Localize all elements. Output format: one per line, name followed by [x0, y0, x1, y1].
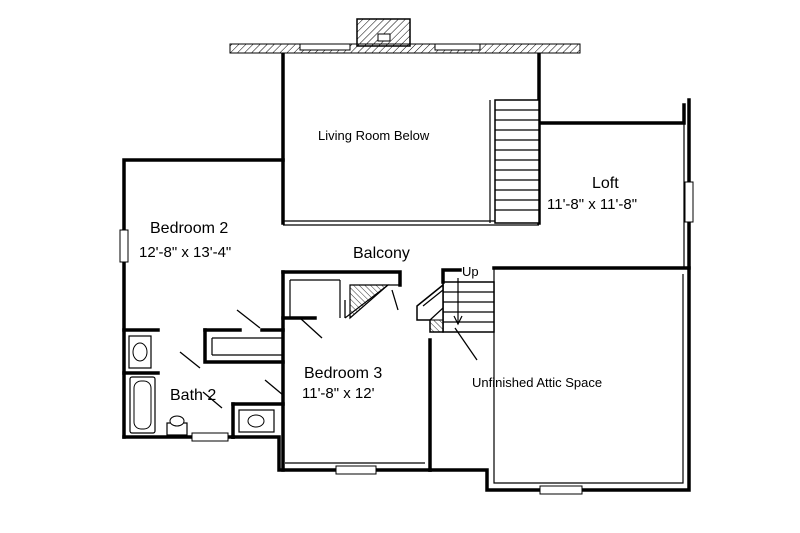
attic-label: Unfinished Attic Space — [472, 375, 602, 390]
living-room-label: Living Room Below — [318, 128, 430, 143]
loft-size: 11'-8" x 11'-8" — [547, 196, 637, 213]
attic-inner-wall — [493, 268, 684, 484]
bedroom3-size: 11'-8" x 12' — [302, 385, 375, 402]
chimney — [356, 18, 411, 47]
attic-stairs — [416, 268, 495, 361]
closet-stair — [344, 284, 400, 320]
exterior-walls — [122, 53, 691, 492]
windows — [119, 181, 694, 495]
main-stairs — [489, 99, 540, 224]
balcony-label: Balcony — [353, 245, 410, 262]
bedroom3-walls — [281, 270, 432, 472]
stairs-up-label: Up — [462, 264, 479, 279]
bath-fixtures — [128, 335, 275, 436]
bedroom2-size: 12'-8" x 13'-4" — [139, 244, 231, 261]
bath2-walls — [122, 309, 285, 409]
loft-label: Loft — [592, 175, 619, 192]
bedroom2-label: Bedroom 2 — [150, 220, 228, 237]
bath2-label: Bath 2 — [170, 387, 216, 404]
bedroom3-label: Bedroom 3 — [304, 365, 382, 382]
